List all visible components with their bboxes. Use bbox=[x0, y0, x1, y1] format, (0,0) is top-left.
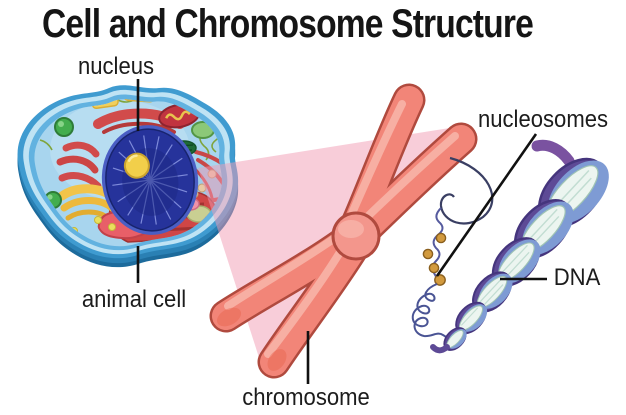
label-nucleus: nucleus bbox=[77, 53, 155, 80]
chromosome-illustration bbox=[209, 83, 478, 379]
leader-line-nucleosomes bbox=[435, 133, 538, 277]
leader-lines bbox=[136, 79, 547, 384]
chromatid-highlights bbox=[224, 100, 459, 358]
dna-helix-illustration bbox=[411, 139, 609, 354]
diagram-title: Cell and Chromosome Structure bbox=[42, 2, 534, 46]
label-nucleosomes: nucleosomes bbox=[477, 106, 609, 133]
animal-cell-illustration bbox=[17, 85, 239, 268]
chromatin-coil bbox=[411, 283, 460, 348]
chromatid-tip-shading bbox=[216, 307, 287, 371]
label-animal-cell: animal cell bbox=[81, 286, 187, 313]
nucleosome-beads bbox=[422, 232, 447, 286]
cell-organelles bbox=[39, 99, 222, 243]
label-chromosome: chromosome bbox=[242, 384, 370, 411]
nucleus-illustration bbox=[101, 125, 199, 235]
dna-coils bbox=[443, 157, 609, 351]
chromatin-fiber-loop bbox=[439, 156, 494, 225]
label-dna: DNA bbox=[553, 264, 601, 291]
